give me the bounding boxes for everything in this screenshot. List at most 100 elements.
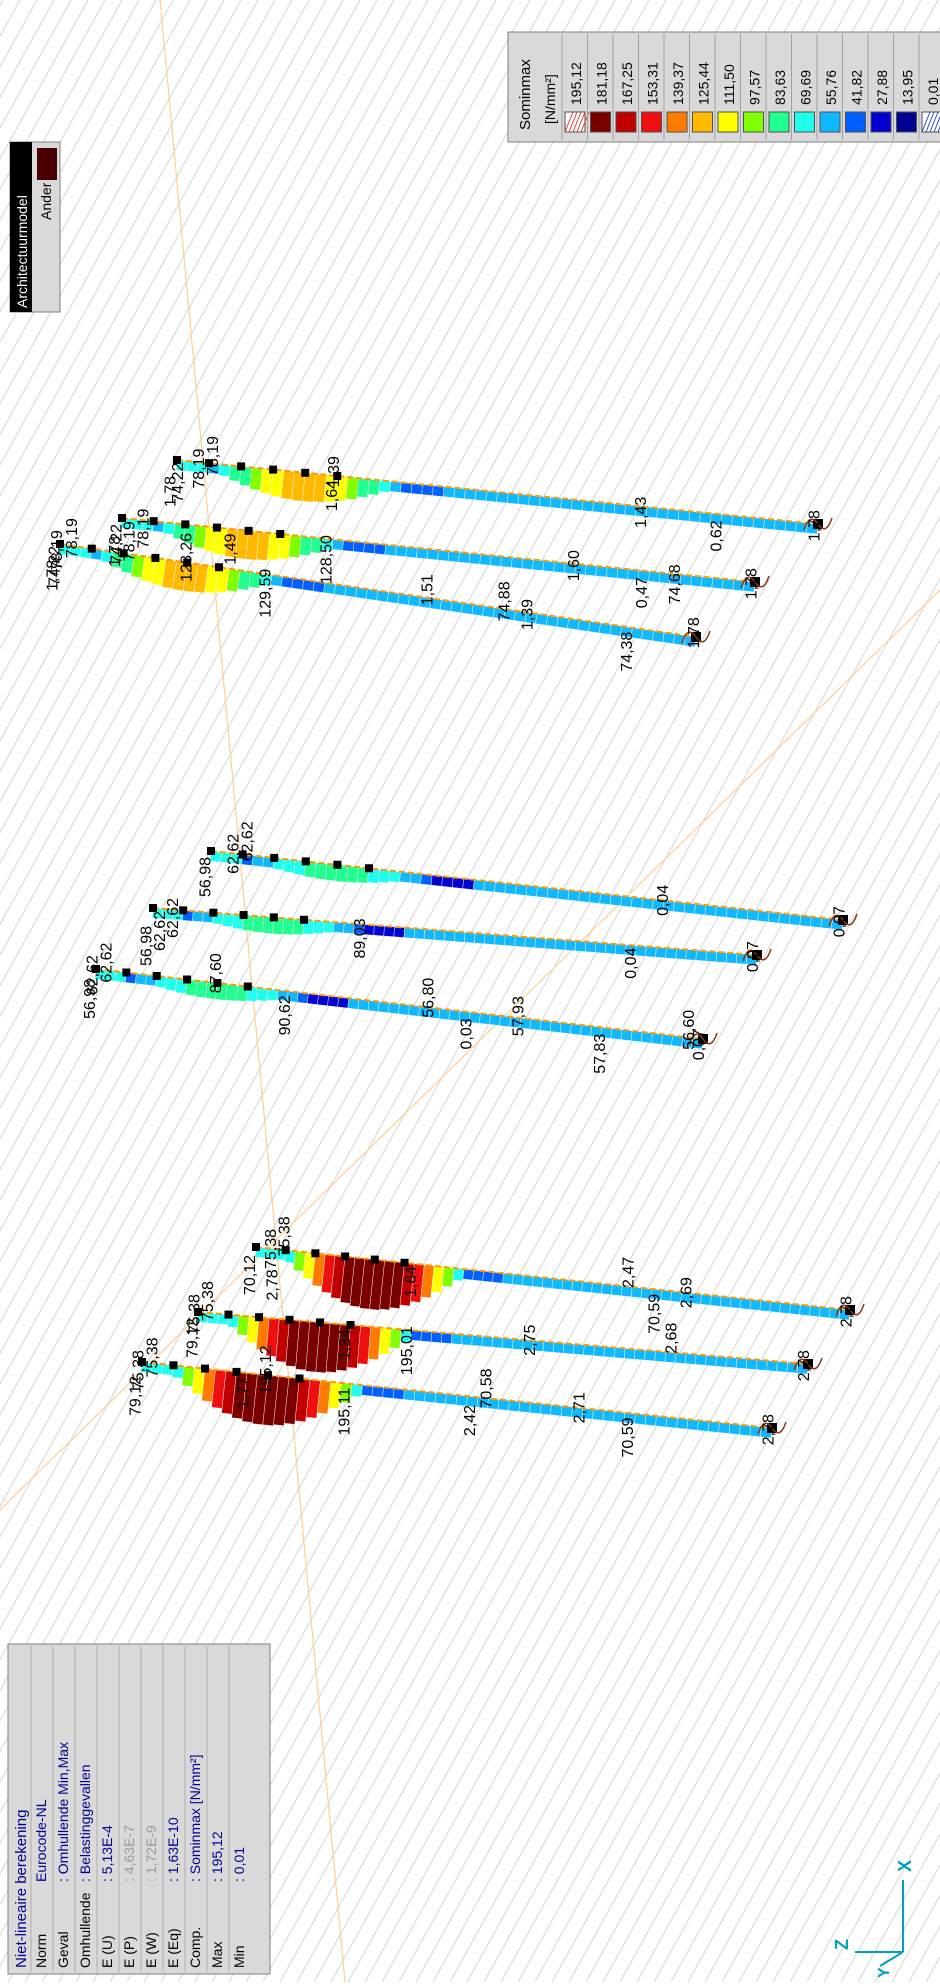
support-symbol bbox=[688, 1032, 718, 1046]
stress-segment bbox=[222, 913, 234, 928]
beam[interactable] bbox=[194, 1308, 823, 1375]
info-row-value: : 1,72E-9 bbox=[143, 1825, 159, 1882]
value-label: 2,69 bbox=[678, 1277, 695, 1308]
stress-segment bbox=[564, 939, 577, 952]
stress-segment bbox=[416, 547, 429, 560]
hatch-line bbox=[449, 1098, 940, 1983]
legend-value: 195,12 bbox=[568, 62, 584, 105]
value-label: 78,19 bbox=[205, 436, 222, 476]
stress-segment bbox=[728, 1423, 741, 1435]
support-symbol bbox=[835, 1303, 865, 1317]
legend-swatch-hatch bbox=[929, 111, 939, 133]
stress-segment bbox=[333, 584, 347, 596]
legend-swatch bbox=[743, 111, 764, 133]
hatch-line bbox=[0, 0, 463, 834]
stress-segment bbox=[388, 1002, 400, 1015]
stress-segment bbox=[676, 1417, 689, 1430]
node-marker bbox=[316, 1318, 324, 1327]
stress-segment bbox=[398, 1003, 410, 1016]
hatch-line bbox=[126, 516, 940, 1983]
legend-value: 0,01 bbox=[925, 78, 940, 105]
beam[interactable] bbox=[138, 1358, 787, 1439]
stress-segment bbox=[352, 541, 365, 553]
hatch-line bbox=[0, 0, 497, 895]
legend-value: 167,25 bbox=[619, 62, 635, 105]
value-label: 75,38 bbox=[144, 1337, 161, 1377]
info-row-value: : 5,13E-4 bbox=[99, 1825, 115, 1882]
stress-segment bbox=[245, 530, 260, 561]
beam[interactable] bbox=[252, 1243, 865, 1321]
hatch-line bbox=[0, 0, 276, 497]
value-label: 1,39 bbox=[520, 599, 537, 630]
value-label: 74,88 bbox=[496, 581, 513, 621]
node-marker bbox=[346, 1321, 355, 1329]
value-label: 1,78 bbox=[806, 510, 823, 541]
beam[interactable] bbox=[149, 904, 772, 966]
value-label: 1,34 bbox=[337, 1329, 354, 1360]
value-label: 0,07 bbox=[691, 1029, 708, 1060]
stress-segment bbox=[468, 552, 481, 565]
support-symbol bbox=[803, 517, 833, 531]
hatch-line bbox=[721, 1588, 940, 1983]
hatch-line bbox=[0, 0, 701, 1263]
stress-segment bbox=[613, 503, 626, 515]
stress-segment bbox=[644, 1349, 656, 1362]
hatch-line bbox=[432, 1067, 940, 1983]
value-label: 70,59 bbox=[620, 1417, 637, 1457]
stress-segment bbox=[774, 519, 787, 531]
node-marker bbox=[301, 857, 310, 866]
node-marker bbox=[151, 553, 160, 562]
hatch-line bbox=[0, 0, 429, 773]
beam-axis bbox=[197, 1311, 809, 1365]
info-row-key: Geval bbox=[55, 1931, 71, 1968]
node-marker bbox=[215, 563, 223, 572]
info-row-key: Min bbox=[231, 1945, 247, 1968]
stress-segment bbox=[736, 908, 749, 920]
stress-segment bbox=[356, 477, 370, 498]
beam[interactable] bbox=[118, 514, 770, 593]
node-marker bbox=[276, 530, 285, 538]
info-panel-bg bbox=[7, 1643, 271, 1975]
stress-segment bbox=[545, 615, 559, 627]
info-row-key: E (U) bbox=[99, 1935, 115, 1968]
value-label: 195,12 bbox=[258, 1345, 275, 1394]
node-marker bbox=[333, 472, 342, 480]
hatch-line bbox=[0, 0, 259, 466]
hatch-line bbox=[381, 975, 940, 1983]
hatch-line bbox=[0, 0, 888, 1600]
value-label: 57,83 bbox=[592, 1034, 609, 1074]
model-legend[interactable]: Architectuurmodel Ander bbox=[9, 141, 61, 313]
hatch-line bbox=[704, 1557, 940, 1983]
hatch-line bbox=[653, 1465, 940, 1983]
legend-value: 83,63 bbox=[772, 70, 788, 105]
info-row-value: : 195,12 bbox=[209, 1831, 225, 1882]
value-label: 1,60 bbox=[566, 550, 583, 581]
value-label: 1,64 bbox=[403, 1266, 420, 1297]
value-label: 75,38 bbox=[200, 1281, 217, 1321]
stress-segment bbox=[405, 546, 418, 559]
legend-swatch bbox=[794, 111, 815, 133]
beam-axis bbox=[59, 543, 697, 638]
stress-segment bbox=[620, 1029, 633, 1041]
node-marker bbox=[179, 906, 188, 915]
stress-segment bbox=[630, 1030, 643, 1043]
calculation-info-panel[interactable]: Niet-lineaire berekening NormEurocode-NL… bbox=[7, 1643, 271, 1975]
hatch-line bbox=[0, 0, 548, 987]
stress-segment bbox=[378, 1327, 392, 1355]
stress-segment bbox=[403, 927, 415, 939]
stress-segment bbox=[252, 915, 264, 933]
beam[interactable] bbox=[92, 965, 718, 1050]
beam[interactable] bbox=[173, 456, 833, 535]
stress-segment bbox=[539, 1020, 552, 1032]
hatch-line bbox=[687, 1526, 940, 1983]
hatch-line bbox=[279, 791, 940, 1983]
beam[interactable] bbox=[207, 847, 858, 931]
legend-value: 97,57 bbox=[747, 70, 763, 105]
hatch-line bbox=[517, 1220, 940, 1983]
legend-value: 13,95 bbox=[900, 70, 916, 105]
hatch-line bbox=[483, 1159, 940, 1983]
beam[interactable] bbox=[56, 540, 711, 648]
